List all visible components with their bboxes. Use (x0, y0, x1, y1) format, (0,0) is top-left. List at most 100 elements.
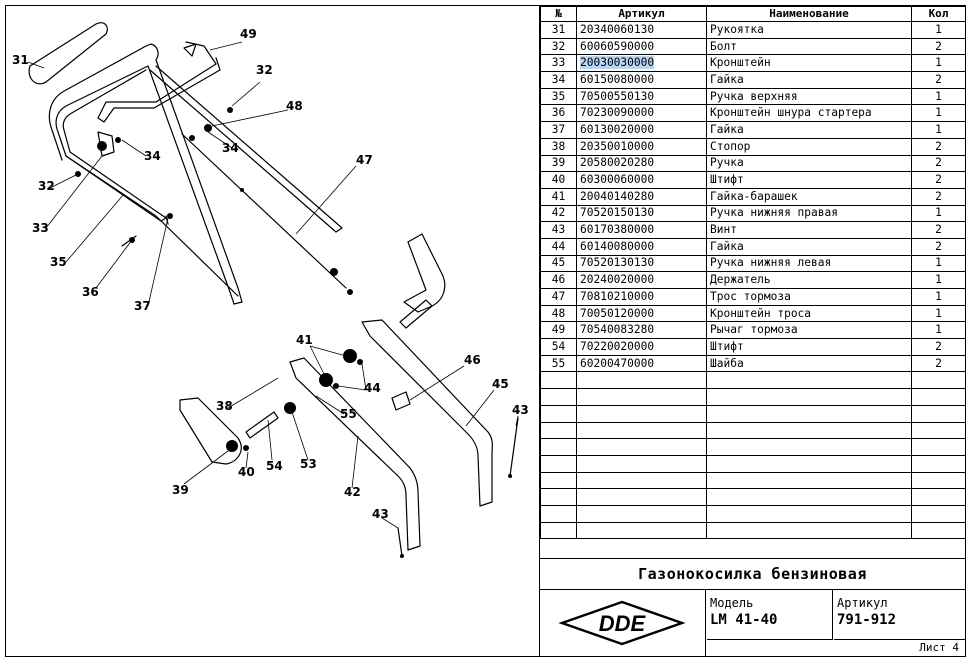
cell-quantity: 1 (911, 121, 966, 139)
cell-article-text: 20040140280 (580, 189, 655, 203)
cell-quantity: 2 (911, 221, 966, 239)
empty-cell (706, 488, 912, 506)
callout-53: 53 (300, 457, 317, 471)
cell-quantity-text: 2 (935, 223, 942, 237)
cell-number-text: 35 (551, 89, 566, 103)
cell-article: 60300060000 (576, 171, 707, 189)
cell-number: 55 (540, 354, 577, 373)
cell-quantity-text: 2 (935, 239, 942, 253)
cell-quantity-text: 1 (935, 56, 942, 70)
cell-number: 42 (540, 204, 577, 223)
cell-article-text: 70810210000 (580, 289, 655, 303)
cell-article: 20350010000 (576, 137, 707, 156)
cell-name-text: Рукоятка (710, 22, 764, 36)
cell-quantity-text: 1 (935, 273, 942, 287)
cell-name-text: Гайка (710, 239, 744, 253)
empty-table-row (540, 438, 966, 456)
empty-cell (911, 521, 966, 540)
cell-number: 35 (540, 87, 577, 106)
logo-cell: DDE (540, 590, 706, 656)
sheet-frame (5, 5, 966, 657)
cell-article: 70810210000 (576, 288, 707, 306)
knob-left-shape (179, 397, 242, 465)
cell-number-text: 39 (551, 156, 566, 170)
cell-number-text: 41 (551, 189, 566, 203)
empty-cell (706, 438, 912, 456)
empty-cell (706, 454, 912, 473)
cell-number-text: 43 (551, 223, 566, 237)
empty-table-row (540, 404, 966, 423)
empty-cell (576, 488, 707, 506)
empty-table-row (540, 471, 966, 490)
empty-cell (540, 371, 577, 390)
callout-31: 31 (12, 53, 29, 67)
cell-name: Ручка верхняя (706, 87, 912, 106)
empty-cell (911, 404, 966, 423)
cell-article-text: 20030030000 (580, 56, 655, 70)
cell-quantity: 1 (911, 104, 966, 123)
empty-cell (540, 504, 577, 523)
cell-name: Стопор (706, 137, 912, 156)
cell-quantity-text: 1 (935, 122, 942, 136)
cell-name: Ручка нижняя левая (706, 254, 912, 273)
callout-33: 33 (32, 221, 49, 235)
cell-name: Трос тормоза (706, 288, 912, 306)
cell-article-text: 20350010000 (580, 139, 655, 153)
empty-cell (540, 521, 577, 540)
empty-cell (706, 521, 912, 540)
cell-name: Болт (706, 37, 912, 56)
cell-name-text: Винт (710, 223, 737, 237)
callout-37: 37 (134, 299, 151, 313)
empty-cell (911, 388, 966, 406)
empty-cell (576, 421, 707, 440)
callout-35: 35 (50, 255, 67, 269)
callout-47: 47 (356, 153, 373, 167)
cell-name-text: Кронштейн шнура стартера (710, 106, 872, 120)
logo-text: DDE (599, 611, 647, 636)
cell-article-text: 60140080000 (580, 239, 655, 253)
cell-article-text: 20340060130 (580, 22, 655, 36)
document-title: Газонокосилка бензиновая (540, 558, 965, 590)
cell-name-text: Рычаг тормоза (710, 323, 798, 337)
callout-40: 40 (238, 465, 255, 479)
cell-quantity-text: 1 (935, 306, 942, 320)
cell-article: 20240020000 (576, 271, 707, 289)
cell-quantity-text: 2 (935, 189, 942, 203)
cell-number-text: 31 (551, 22, 566, 36)
cell-quantity-text: 1 (935, 89, 942, 103)
callout-36: 36 (82, 285, 99, 299)
cell-name: Винт (706, 221, 912, 239)
cell-number-text: 32 (551, 39, 566, 53)
cell-number: 36 (540, 104, 577, 123)
cell-name: Держатель (706, 271, 912, 289)
cell-article-text: 70220020000 (580, 339, 655, 353)
cell-name: Кронштейн троса (706, 304, 912, 323)
cell-quantity: 2 (911, 237, 966, 256)
empty-cell (706, 404, 912, 423)
lower-right-handle-shape (361, 319, 493, 507)
callout-39: 39 (172, 483, 189, 497)
empty-cell (706, 371, 912, 390)
empty-cell (911, 371, 966, 390)
